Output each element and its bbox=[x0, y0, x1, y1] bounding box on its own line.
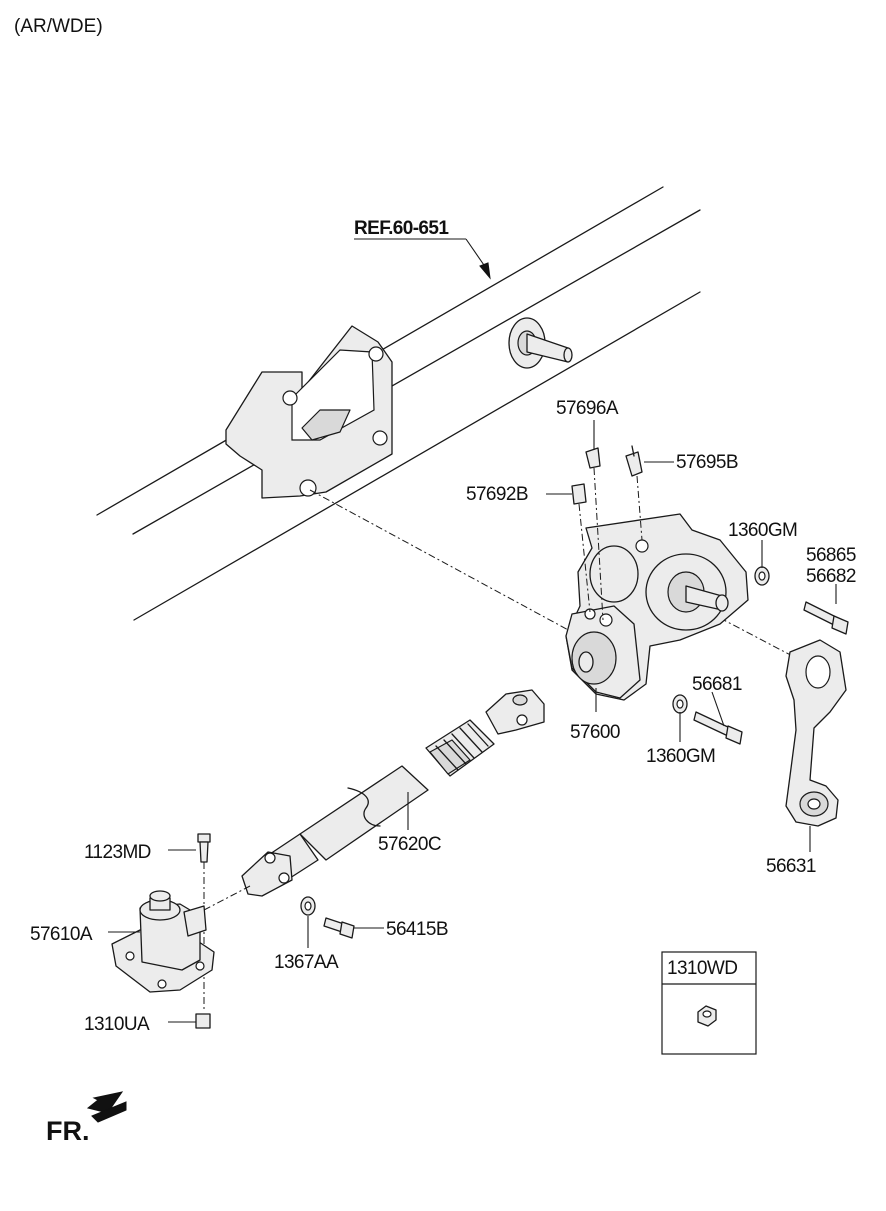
label-57600[interactable]: 57600 bbox=[570, 722, 620, 743]
label-56682[interactable]: 56682 bbox=[806, 566, 856, 587]
bolt-1123MD[interactable] bbox=[197, 833, 211, 1012]
label-1310WD[interactable]: 1310WD bbox=[667, 958, 738, 979]
label-1310UA[interactable]: 1310UA bbox=[84, 1014, 151, 1035]
bolt-56681[interactable] bbox=[693, 711, 743, 745]
bolt-56865[interactable] bbox=[803, 601, 849, 635]
label-56415B[interactable]: 56415B bbox=[386, 919, 449, 940]
center-line bbox=[309, 489, 573, 633]
nut-1310UA[interactable] bbox=[195, 1013, 211, 1029]
label-1360GM-bottom[interactable]: 1360GM bbox=[646, 746, 716, 767]
label-57610A[interactable]: 57610A bbox=[30, 924, 93, 945]
center-line-arm bbox=[719, 617, 801, 661]
front-direction: FR. bbox=[46, 1091, 127, 1146]
fitting-57696A[interactable] bbox=[585, 447, 604, 621]
shaft-center-line bbox=[203, 885, 251, 911]
reference-label[interactable]: REF.60-651 bbox=[354, 218, 450, 239]
nut-1360GM-bottom[interactable] bbox=[672, 694, 688, 714]
fitting-57692B[interactable] bbox=[571, 483, 591, 613]
label-56681[interactable]: 56681 bbox=[692, 674, 742, 695]
label-57692B[interactable]: 57692B bbox=[466, 484, 529, 505]
label-57620C[interactable]: 57620C bbox=[378, 834, 442, 855]
variant-header: (AR/WDE) bbox=[14, 16, 103, 37]
label-57695B[interactable]: 57695B bbox=[676, 452, 739, 473]
steering-coupling[interactable] bbox=[111, 890, 215, 993]
nut-1360GM-top[interactable] bbox=[754, 566, 770, 586]
intermediate-shaft[interactable] bbox=[241, 689, 545, 897]
label-57696A[interactable]: 57696A bbox=[556, 398, 619, 419]
label-1360GM-top[interactable]: 1360GM bbox=[728, 520, 798, 541]
reference-arrow-icon bbox=[479, 262, 491, 280]
washer-1367AA[interactable] bbox=[300, 896, 316, 916]
inset-box-1310WD[interactable] bbox=[661, 951, 757, 1055]
part-labels: 57696A 57695B 57692B 1360GM 56865 56682 … bbox=[30, 398, 856, 1035]
frame-stud bbox=[508, 317, 573, 369]
frame-bracket bbox=[225, 325, 393, 499]
leader-lines bbox=[108, 420, 837, 1023]
label-1367AA[interactable]: 1367AA bbox=[274, 952, 340, 973]
front-label: FR. bbox=[46, 1116, 90, 1146]
fitting-57695B[interactable] bbox=[625, 445, 643, 541]
label-56631[interactable]: 56631 bbox=[766, 856, 816, 877]
steering-gear-box[interactable] bbox=[565, 513, 749, 701]
label-56865[interactable]: 56865 bbox=[806, 545, 856, 566]
pitman-arm[interactable] bbox=[785, 639, 847, 827]
bolt-56415B[interactable] bbox=[323, 917, 355, 939]
label-1123MD[interactable]: 1123MD bbox=[84, 842, 151, 863]
reference-callout[interactable]: REF.60-651 bbox=[354, 218, 491, 280]
